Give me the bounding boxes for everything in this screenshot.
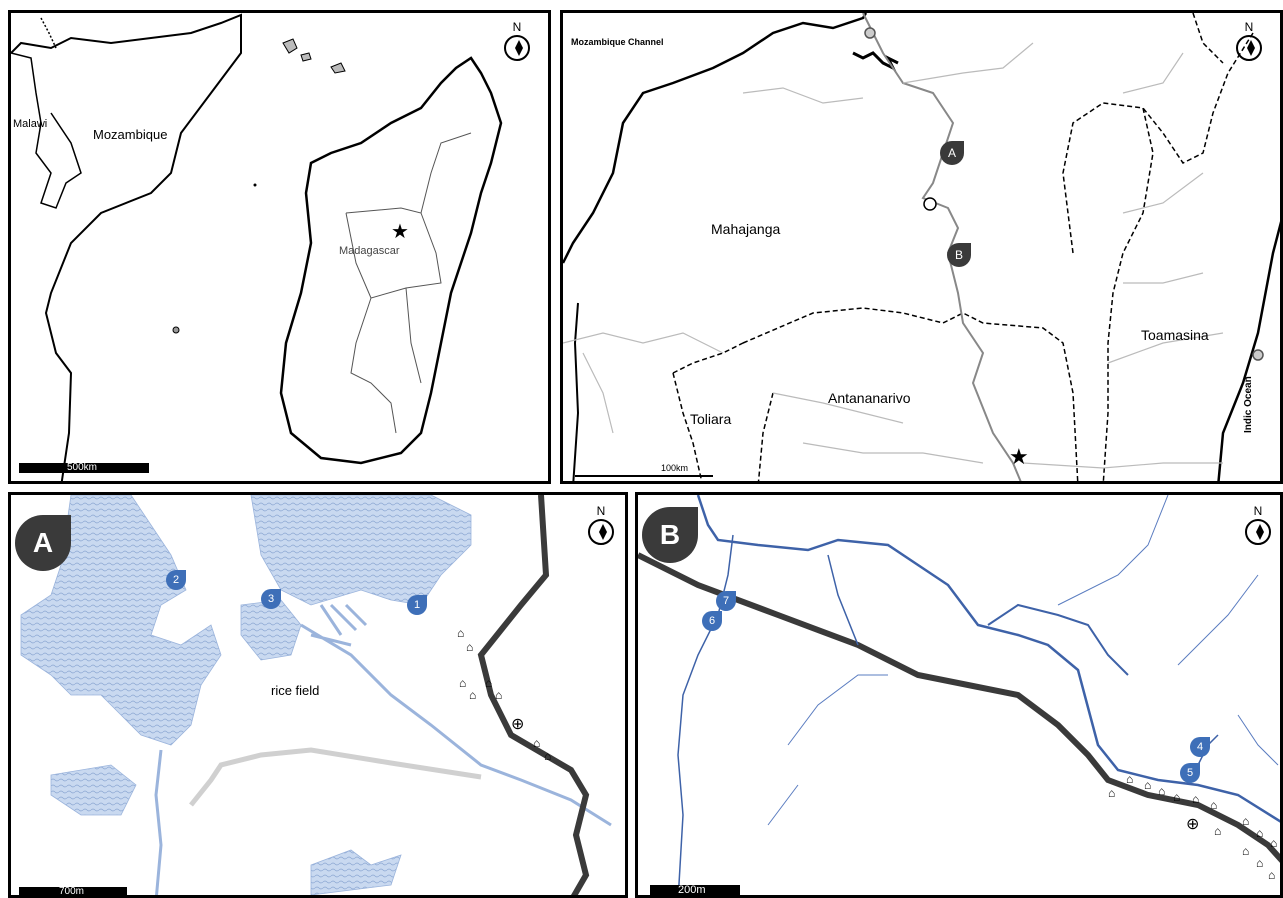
compass-icon bbox=[1236, 35, 1262, 61]
overview-map-svg bbox=[11, 13, 503, 481]
north-arrow: N bbox=[1238, 505, 1278, 545]
stream-thin bbox=[767, 495, 1279, 826]
site-pin-7[interactable]: 7 bbox=[716, 591, 736, 611]
region-border-dashed bbox=[672, 13, 1254, 481]
label-mozambique-channel: Mozambique Channel bbox=[571, 37, 664, 47]
main-road bbox=[638, 552, 1280, 863]
detail-map-b-svg bbox=[638, 495, 1280, 895]
madagascar-outline bbox=[279, 56, 503, 465]
north-arrow: N bbox=[1229, 21, 1269, 61]
site-pin-6[interactable]: 6 bbox=[702, 611, 722, 631]
island-dot bbox=[253, 183, 257, 187]
house-icon: ⌂ bbox=[1108, 786, 1116, 800]
west-coastline bbox=[563, 13, 868, 264]
north-arrow: N bbox=[497, 21, 537, 61]
label-toamasina: Toamasina bbox=[1141, 327, 1209, 343]
scale-bar: 500km bbox=[19, 462, 149, 473]
house-icon: ⌂ bbox=[1242, 814, 1250, 828]
panel-badge-b: B bbox=[642, 507, 698, 563]
hospital-icon: ⊕ bbox=[1186, 816, 1200, 833]
hospital-icon: ⊕ bbox=[511, 716, 525, 733]
main-road bbox=[477, 495, 590, 895]
detail-map-b-panel: B 4 5 6 7 ⌂ ⌂ ⌂ ⌂ ⌂ ⌂ ⌂ ⌂ ⌂ ⌂ ⌂ ⌂ ⌂ ⌂ ⊕ … bbox=[635, 492, 1283, 898]
house-icon: ⌂ bbox=[459, 676, 467, 690]
label-mahajanga: Mahajanga bbox=[711, 221, 781, 237]
compass-icon bbox=[588, 519, 614, 545]
marker-a[interactable]: A bbox=[940, 141, 964, 165]
house-icon: ⌂ bbox=[1268, 868, 1276, 882]
malawi-border bbox=[11, 52, 82, 209]
house-icon: ⌂ bbox=[1173, 790, 1181, 804]
africa-coastline bbox=[11, 13, 242, 481]
house-icon: ⌂ bbox=[1242, 844, 1250, 858]
house-icon: ⌂ bbox=[533, 736, 541, 750]
compass-icon bbox=[1245, 519, 1271, 545]
house-icon: ⌂ bbox=[485, 676, 493, 690]
river-tributary-1 bbox=[827, 554, 859, 646]
port-marker bbox=[864, 27, 876, 39]
site-pin-1[interactable]: 1 bbox=[407, 595, 427, 615]
country-border-dotted bbox=[40, 17, 57, 49]
label-madagascar: Madagascar bbox=[339, 245, 400, 257]
regional-map-svg bbox=[563, 13, 1280, 481]
house-icon: ⌂ bbox=[1256, 826, 1264, 840]
house-icon: ⌂ bbox=[495, 688, 503, 702]
house-icon: ⌂ bbox=[1210, 798, 1218, 812]
main-road bbox=[862, 13, 1022, 481]
water-body-small bbox=[240, 599, 302, 661]
site-pin-3[interactable]: 3 bbox=[261, 589, 281, 609]
house-icon: ⌂ bbox=[1126, 772, 1134, 786]
house-icon: ⌂ bbox=[1144, 778, 1152, 792]
compass-icon bbox=[504, 35, 530, 61]
site-pin-5[interactable]: 5 bbox=[1180, 763, 1200, 783]
scale-bar bbox=[575, 475, 713, 477]
house-icon: ⌂ bbox=[1214, 824, 1222, 838]
house-icon: ⌂ bbox=[544, 749, 552, 763]
marker-b[interactable]: B bbox=[947, 243, 971, 267]
scale-bar: 700m bbox=[19, 886, 127, 895]
detail-map-a-svg bbox=[20, 495, 612, 895]
site-pin-2[interactable]: 2 bbox=[166, 570, 186, 590]
label-mozambique: Mozambique bbox=[93, 127, 168, 142]
house-icon: ⌂ bbox=[1256, 856, 1264, 870]
port-marker bbox=[1252, 349, 1264, 361]
river-west bbox=[677, 534, 734, 895]
island-dot bbox=[172, 326, 180, 334]
panel-badge-a: A bbox=[15, 515, 71, 571]
regional-map-panel: Mozambique Channel Mahajanga Toamasina T… bbox=[560, 10, 1283, 484]
house-icon: ⌂ bbox=[457, 626, 465, 640]
river-main bbox=[696, 495, 1280, 823]
scale-bar: 200m bbox=[650, 884, 740, 895]
house-icon: ⌂ bbox=[1192, 792, 1200, 806]
label-indic-ocean: Indic Ocean bbox=[1243, 376, 1254, 433]
madagascar-regions bbox=[345, 132, 472, 434]
secondary-roads bbox=[563, 42, 1224, 469]
site-pin-4[interactable]: 4 bbox=[1190, 737, 1210, 757]
label-antananarivo: Antananarivo bbox=[828, 390, 911, 406]
rice-field-channels bbox=[154, 603, 612, 895]
detail-map-a-panel: A rice field 1 2 3 ⌂ ⌂ ⌂ ⌂ ⌂ ⌂ ⌂ ⌂ ⊕ N 7… bbox=[8, 492, 628, 898]
house-icon: ⌂ bbox=[1158, 784, 1166, 798]
scale-label: 100km bbox=[661, 463, 689, 473]
house-icon: ⌂ bbox=[466, 640, 474, 654]
overview-map-panel: Malawi Mozambique Madagascar ★ N 500km bbox=[8, 10, 551, 484]
label-malawi: Malawi bbox=[13, 118, 48, 130]
house-icon: ⌂ bbox=[1270, 836, 1278, 850]
comoros-islands bbox=[282, 38, 346, 74]
water-body-south-west bbox=[50, 764, 137, 816]
north-arrow: N bbox=[581, 505, 621, 545]
water-body-north bbox=[250, 495, 472, 606]
track-grey bbox=[189, 747, 482, 807]
water-body-south bbox=[310, 849, 402, 895]
east-coastline bbox=[1217, 221, 1280, 481]
star-icon: ★ bbox=[1009, 444, 1029, 469]
star-icon: ★ bbox=[391, 221, 409, 243]
river-tributary-2 bbox=[987, 603, 1129, 676]
town-marker bbox=[923, 197, 937, 211]
left-coast-bottom bbox=[572, 302, 580, 481]
house-icon: ⌂ bbox=[469, 688, 477, 702]
label-toliara: Toliara bbox=[690, 411, 732, 427]
label-rice-field: rice field bbox=[271, 683, 320, 698]
mahajanga-coast-detail bbox=[852, 51, 899, 72]
